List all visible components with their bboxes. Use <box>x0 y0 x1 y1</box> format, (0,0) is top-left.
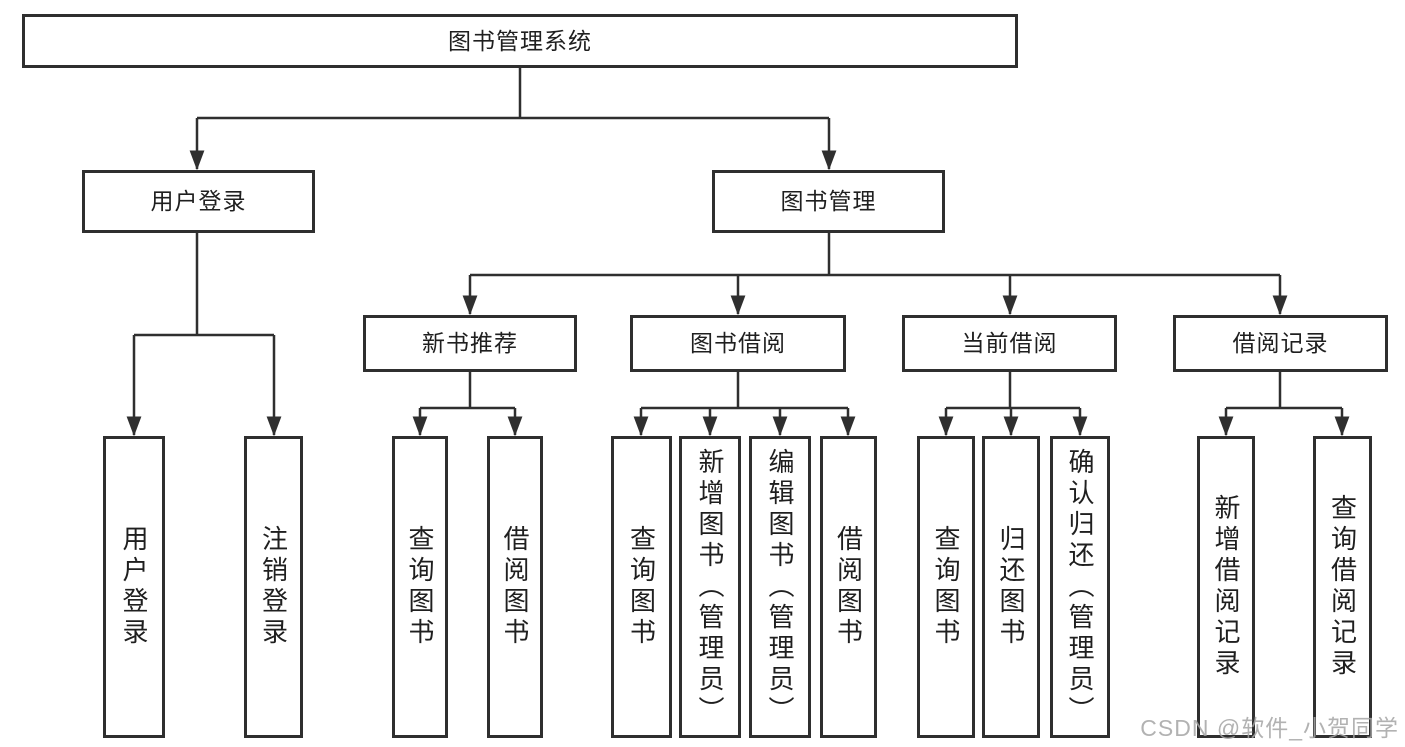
node-label: 确认归还（管理员） <box>1065 447 1095 727</box>
node-label: 图书借阅 <box>690 330 786 356</box>
node-user-login-group: 用户登录 <box>82 170 315 233</box>
node-label: 归还图书 <box>996 525 1026 649</box>
node-label: 用户登录 <box>150 188 247 214</box>
node-borrow-records: 借阅记录 <box>1173 315 1388 372</box>
node-add-book-admin: 新增图书（管理员） <box>679 436 741 738</box>
node-label: 新增借阅记录 <box>1211 494 1241 680</box>
node-edit-book-admin: 编辑图书（管理员） <box>749 436 811 738</box>
node-label: 图书管理 <box>780 188 877 214</box>
node-book-management: 图书管理 <box>712 170 945 233</box>
node-label: 新书推荐 <box>422 330 518 356</box>
node-label: 用户登录 <box>119 525 149 649</box>
node-borrow-books-1: 借阅图书 <box>487 436 543 738</box>
node-library-system: 图书管理系统 <box>22 14 1018 68</box>
node-label: 注销登录 <box>258 525 289 649</box>
node-label: 查询借阅记录 <box>1327 494 1358 680</box>
node-label: 图书管理系统 <box>448 27 592 54</box>
watermark: CSDN @软件_小贺同学 <box>1140 715 1399 741</box>
node-user-login: 用户登录 <box>103 436 165 738</box>
node-current-borrow: 当前借阅 <box>902 315 1117 372</box>
node-label: 查询图书 <box>626 525 657 649</box>
node-label: 查询图书 <box>931 525 961 649</box>
node-label: 借阅图书 <box>833 525 864 649</box>
node-borrow-books-2: 借阅图书 <box>820 436 877 738</box>
node-book-borrow: 图书借阅 <box>630 315 846 372</box>
node-new-book-recommend: 新书推荐 <box>363 315 577 372</box>
node-label: 借阅图书 <box>500 525 530 649</box>
node-query-books-2: 查询图书 <box>611 436 672 738</box>
node-label: 编辑图书（管理员） <box>765 447 795 727</box>
node-label: 当前借阅 <box>961 330 1058 356</box>
node-add-borrow-record: 新增借阅记录 <box>1197 436 1255 738</box>
node-query-borrow-record: 查询借阅记录 <box>1313 436 1372 738</box>
node-label: 新增图书（管理员） <box>695 447 725 727</box>
node-query-books-3: 查询图书 <box>917 436 975 738</box>
node-return-books: 归还图书 <box>982 436 1040 738</box>
node-label: 查询图书 <box>405 525 435 649</box>
node-logout: 注销登录 <box>244 436 303 738</box>
node-confirm-return-admin: 确认归还（管理员） <box>1050 436 1110 738</box>
node-label: 借阅记录 <box>1232 330 1329 356</box>
node-query-books-1: 查询图书 <box>392 436 448 738</box>
